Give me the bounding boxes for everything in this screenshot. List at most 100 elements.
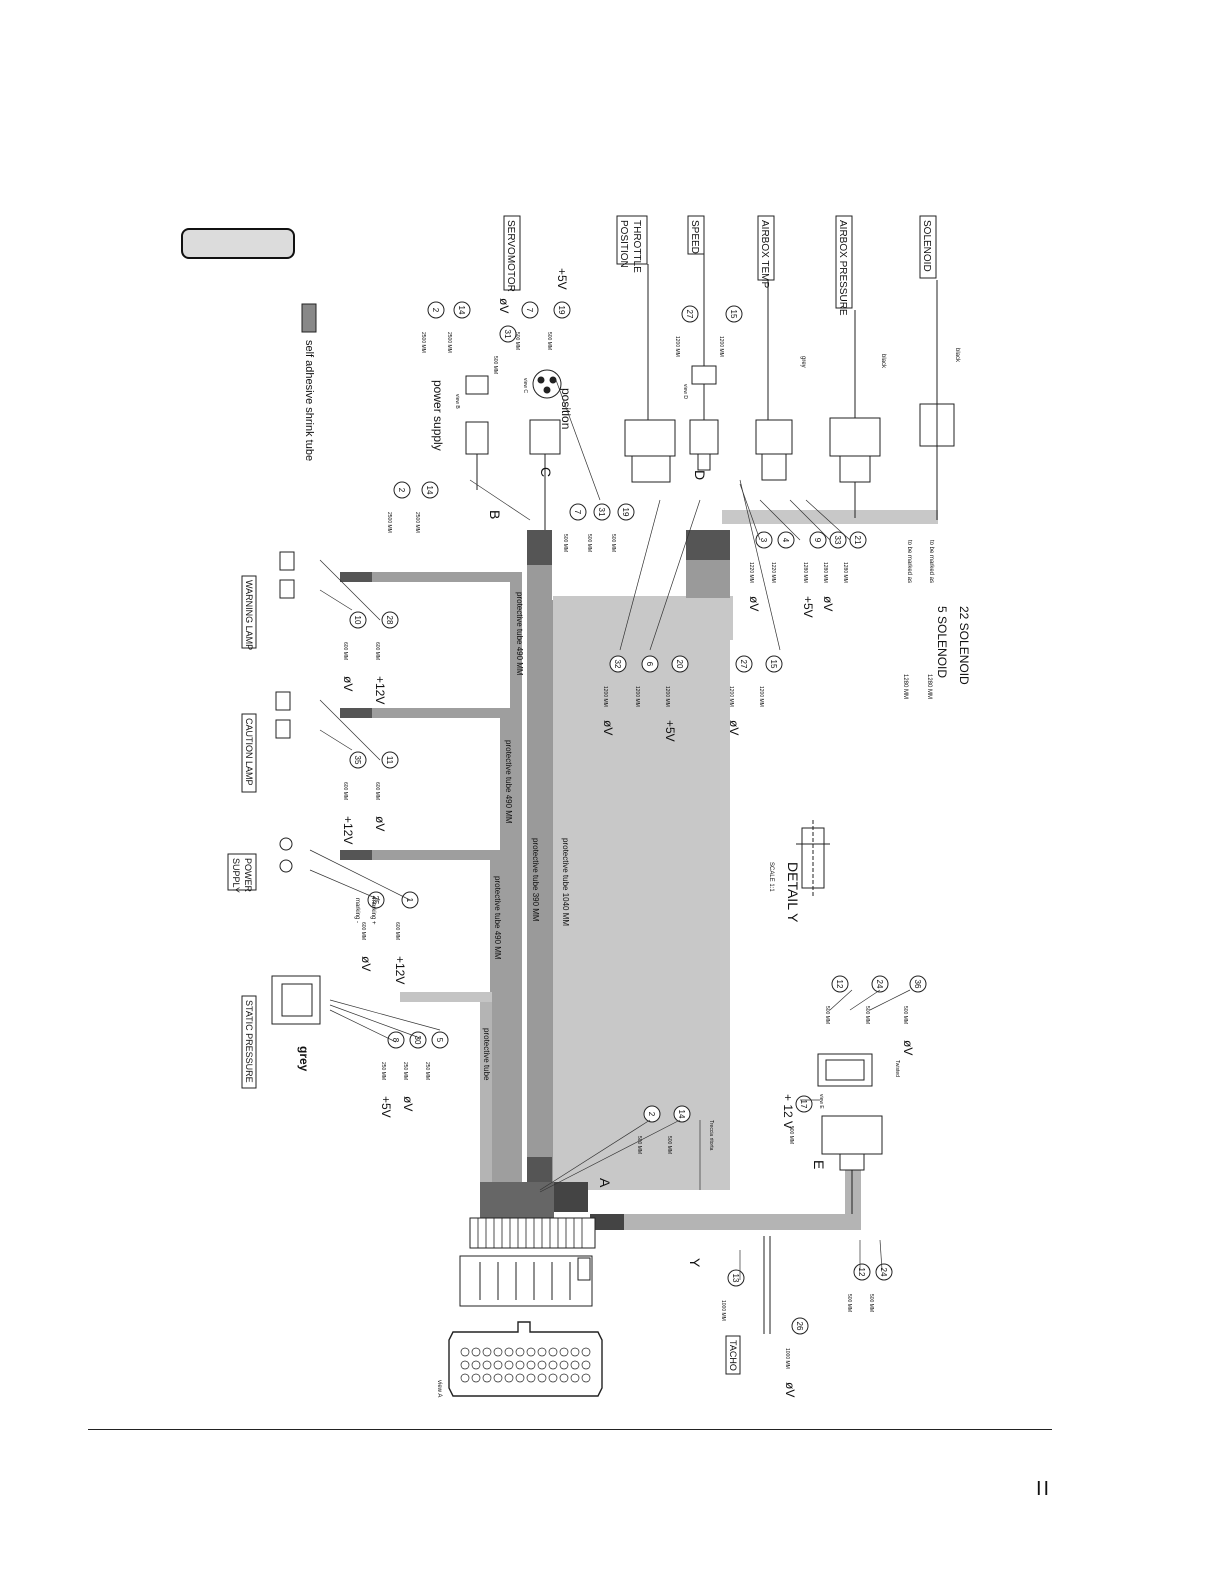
wire-bubble-33 bbox=[791, 1317, 809, 1335]
wire-number-22: 30 bbox=[413, 1036, 422, 1045]
trunk-1040 bbox=[527, 530, 552, 1190]
wire-length-18: 600 MM bbox=[342, 782, 348, 800]
view-a-connector-face: view A bbox=[436, 1321, 603, 1397]
wire-number-0: 21 bbox=[853, 536, 862, 545]
label-0v-servo: øV bbox=[497, 298, 511, 313]
wire-bubble-17 bbox=[381, 751, 399, 769]
top-wire-length-6: 1200 MM bbox=[718, 336, 724, 357]
label-tacho: TACHO bbox=[728, 1340, 738, 1371]
note-to-be-marked-2: to be marked as bbox=[906, 540, 912, 583]
wire-bubble-4 bbox=[755, 531, 773, 549]
wire-number-9: 2 bbox=[397, 488, 406, 493]
wire-bubble-12 bbox=[671, 655, 689, 673]
connector-e: view E Twisted + 12 V E Treccia ritorta … bbox=[597, 1053, 900, 1268]
wire-number-32: 13 bbox=[731, 1274, 740, 1283]
solenoid-len-2: 1280 MM bbox=[902, 674, 908, 699]
twisted-label: Twisted bbox=[894, 1060, 900, 1077]
wire-length-22: 250 MM bbox=[402, 1062, 408, 1080]
wire-length-30: 500 MM bbox=[846, 1294, 852, 1312]
wire-bubble-9 bbox=[393, 481, 411, 499]
wire-number-13: 6 bbox=[645, 662, 654, 667]
wire-voltage-27: øV bbox=[901, 1040, 915, 1055]
wire-number-23: 8 bbox=[391, 1038, 400, 1043]
wire-length-12: 1200 MM bbox=[664, 686, 670, 707]
detail-y-scale: SCALE 1:1 bbox=[768, 862, 774, 892]
wire-number-4: 3 bbox=[759, 538, 768, 543]
lamp-connectors bbox=[271, 551, 321, 1025]
wire-length-1: 1280 MM bbox=[822, 562, 828, 583]
view-b-label: view B bbox=[454, 394, 460, 409]
trunk-490-a bbox=[510, 572, 522, 1190]
label-caution-lamp: CAUTION LAMP bbox=[244, 718, 254, 786]
label-plus5v-servo: +5V bbox=[555, 268, 569, 290]
wire-bubble-2 bbox=[809, 531, 827, 549]
wire-length-6: 500 MM bbox=[586, 534, 592, 552]
wire-length-21: 250 MM bbox=[424, 1062, 430, 1080]
wire-number-21: 5 bbox=[435, 1038, 444, 1043]
wire-length-15: 600 MM bbox=[374, 642, 380, 660]
wire-length-28: 500 MM bbox=[864, 1006, 870, 1024]
wire-bubble-31 bbox=[875, 1263, 893, 1281]
wire-voltage-4: øV bbox=[747, 596, 761, 611]
title-placeholder-box bbox=[181, 228, 295, 259]
leader-lines bbox=[309, 379, 911, 1280]
top-connector-labels: SOLENOID AIRBOX PRESSURE AIRBOX TEMP SPE… bbox=[503, 215, 937, 316]
top-wire-bubble-4 bbox=[427, 301, 445, 319]
top-wire-length-4: 2500 MM bbox=[420, 332, 426, 353]
tube-labels: protective tube 1040 MM protective tube … bbox=[482, 592, 570, 1081]
wire-bubble-16 bbox=[349, 611, 367, 629]
wire-voltage-23: +5V bbox=[379, 1096, 393, 1118]
top-wire-number-0: 19 bbox=[557, 306, 566, 315]
wire-length-10: 1200 MM bbox=[758, 686, 764, 707]
label-solenoid: SOLENOID bbox=[921, 220, 932, 272]
wire-voltage-20: øV bbox=[359, 956, 373, 971]
top-wire-number-1: 7 bbox=[525, 308, 534, 313]
wire-length-25: 500 MM bbox=[636, 1136, 642, 1154]
wire-number-1: 33 bbox=[833, 536, 842, 545]
label-airbox-pressure: AIRBOX PRESSURE bbox=[837, 220, 848, 316]
wire-length-0: 1280 MM bbox=[842, 562, 848, 583]
view-a-label: view A bbox=[436, 1380, 442, 1397]
wire-length-32: 1000 MM bbox=[720, 1300, 726, 1321]
wire-bubble-13 bbox=[641, 655, 659, 673]
top-wire-number-3: 14 bbox=[457, 306, 466, 315]
footer-rule bbox=[88, 1429, 1052, 1430]
wire-bubble-18 bbox=[349, 751, 367, 769]
wire-length-5: 500 MM bbox=[610, 534, 616, 552]
wire-number-2: 9 bbox=[813, 538, 822, 543]
wire-length-8: 2500 MM bbox=[414, 512, 420, 533]
wire-length-20: 600 MM bbox=[360, 922, 366, 940]
wire-number-31: 24 bbox=[879, 1268, 888, 1277]
wire-bubble-24 bbox=[673, 1105, 691, 1123]
legend-label: self adhesive shrink tube bbox=[303, 340, 315, 461]
page-number: II bbox=[1036, 1478, 1052, 1500]
note-black-2: black bbox=[880, 354, 886, 369]
wire-length-27: 500 MM bbox=[902, 1006, 908, 1024]
label-marking-plus: marking + bbox=[370, 898, 376, 925]
wire-length-7: 500 MM bbox=[562, 534, 568, 552]
arrow-d: D bbox=[692, 470, 708, 480]
label-warning-lamp: WARNING LAMP bbox=[244, 580, 254, 650]
wire-length-16: 600 MM bbox=[342, 642, 348, 660]
top-wire-bubble-3 bbox=[453, 301, 471, 319]
sensor-connectors bbox=[465, 244, 955, 530]
label-power: POWER bbox=[243, 858, 253, 893]
wire-voltage-22: øV bbox=[401, 1096, 415, 1111]
wire-number-28: 24 bbox=[875, 980, 884, 989]
wire-length-2: 1280 MM bbox=[802, 562, 808, 583]
wire-bubble-27 bbox=[909, 975, 927, 993]
top-wire-length-2: 500 MM bbox=[492, 356, 498, 374]
top-wire-bubble-5 bbox=[681, 305, 699, 323]
wire-number-24: 14 bbox=[677, 1110, 686, 1119]
tube-390-label: protective tube 390 MM bbox=[531, 838, 540, 922]
trunk-490-b bbox=[500, 708, 512, 1190]
wire-bubble-10 bbox=[765, 655, 783, 673]
top-wire-number-4: 2 bbox=[431, 308, 440, 313]
note-to-be-marked: to be marked as bbox=[928, 540, 934, 583]
label-servomotor: SERVOMOTOR bbox=[505, 220, 516, 292]
wire-voltage-17: øV bbox=[373, 816, 387, 831]
solenoid-len-1: 1280 MM bbox=[926, 674, 932, 699]
arrow-a: A bbox=[597, 1178, 613, 1188]
top-wire-length-5: 1200 MM bbox=[674, 336, 680, 357]
